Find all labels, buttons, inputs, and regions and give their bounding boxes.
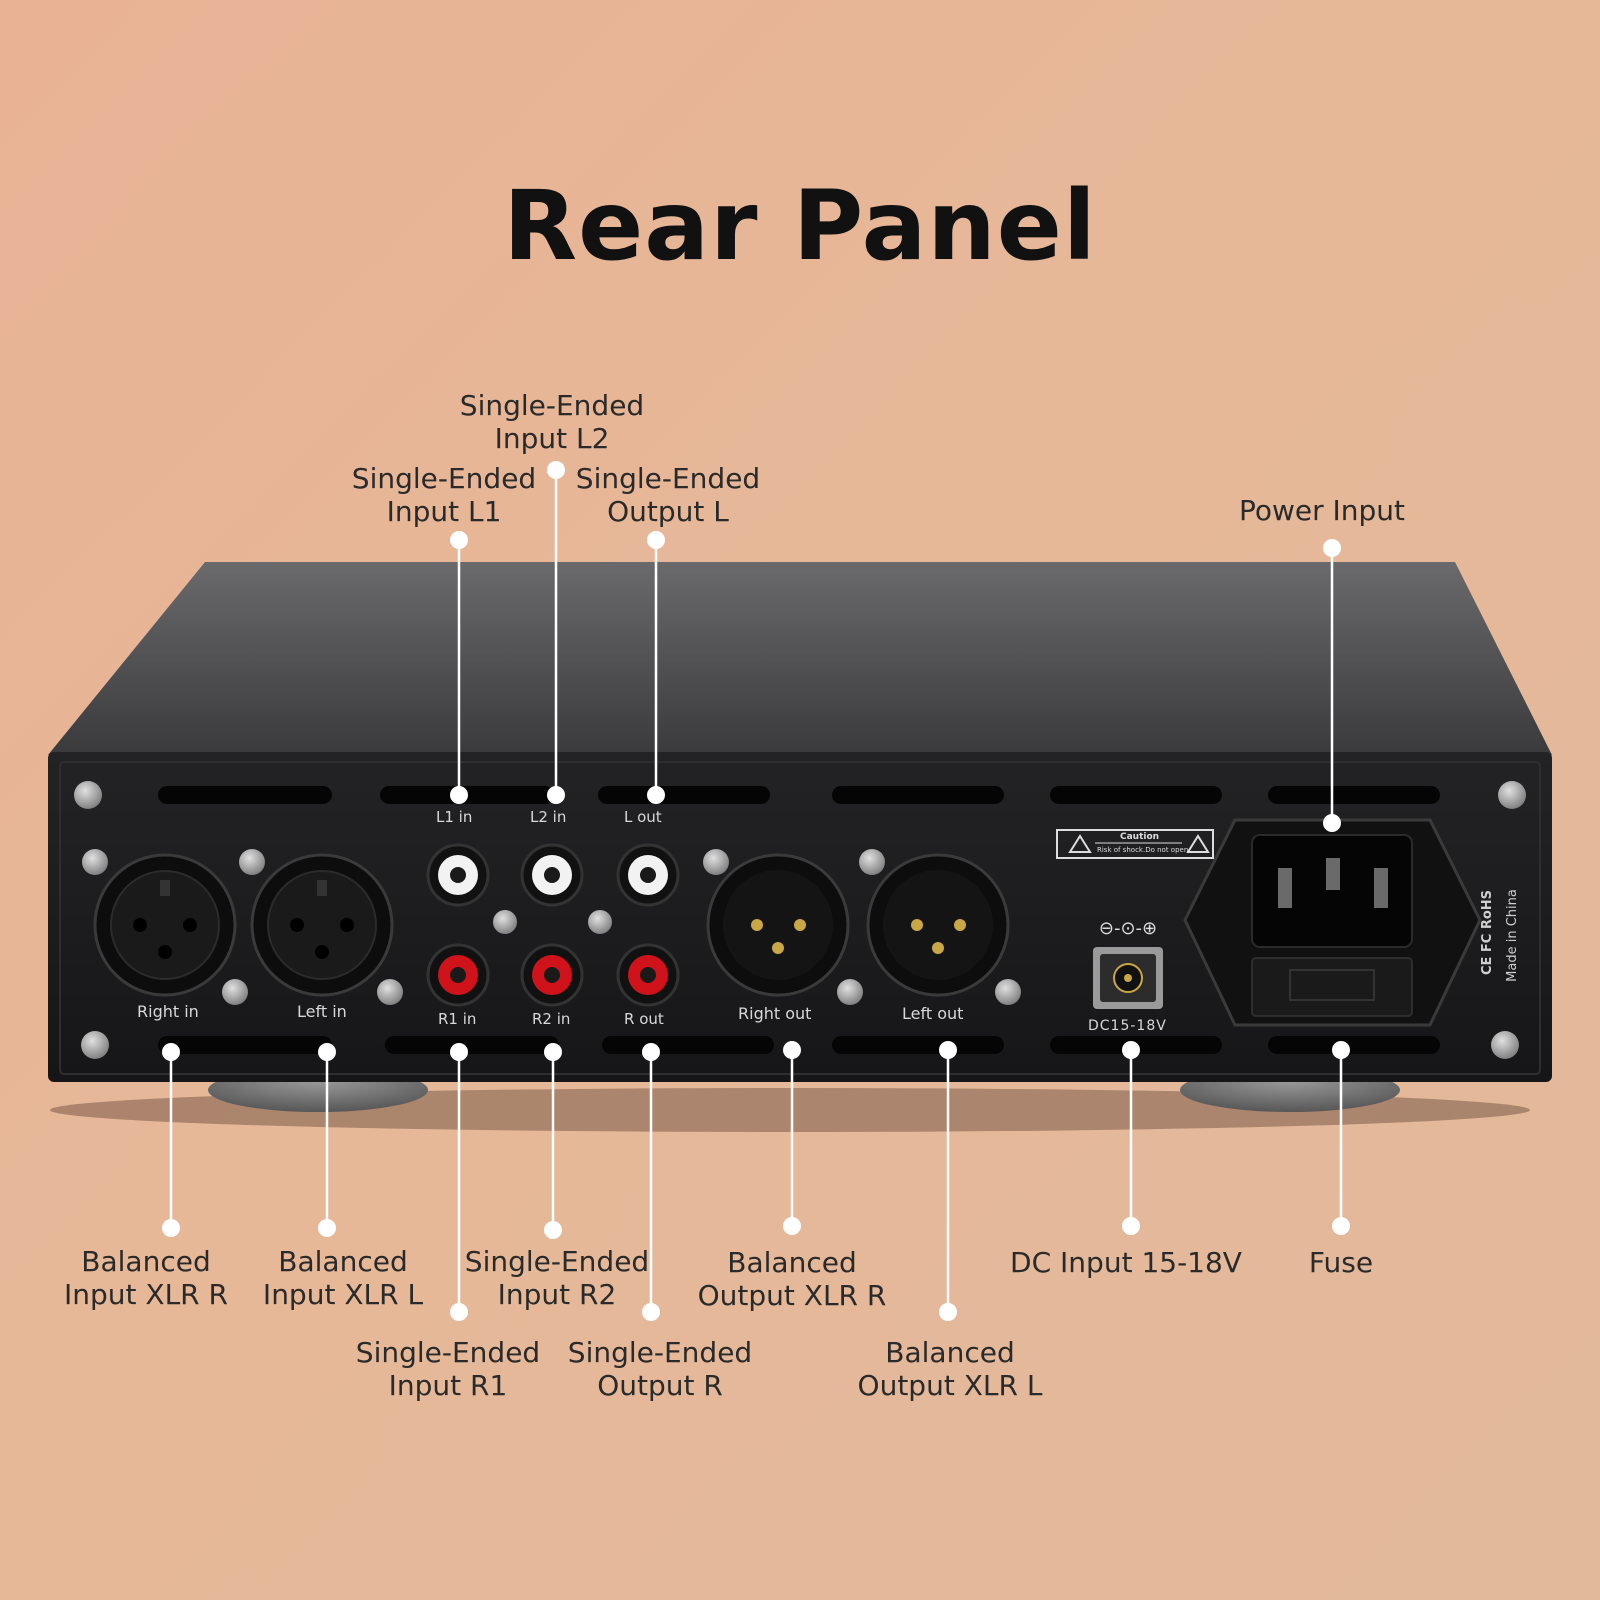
made-in-label: Made in China xyxy=(1504,889,1520,982)
screw xyxy=(81,1031,109,1059)
leader-se-input-r2 xyxy=(544,1043,562,1239)
screw xyxy=(1491,1031,1519,1059)
dc-input-jack: ⊖-⊙-⊕ xyxy=(1093,918,1163,1009)
screw xyxy=(859,849,885,875)
rca-l2-in xyxy=(520,843,584,907)
panel-label-left-out: Left out xyxy=(902,1004,964,1023)
leader-dc-input xyxy=(1122,1041,1140,1235)
leader-lines xyxy=(162,461,1350,1321)
screw xyxy=(377,979,403,1005)
panel-label-right-out: Right out xyxy=(738,1004,812,1023)
rca-r-out xyxy=(616,943,680,1007)
leader-se-input-l1 xyxy=(450,531,468,804)
panel-label-l1-in: L1 in xyxy=(436,808,473,826)
leader-fuse xyxy=(1332,1041,1350,1235)
leader-bal-input-xlr-r xyxy=(162,1043,180,1237)
leader-bal-input-xlr-l xyxy=(318,1043,336,1237)
iec-power-inlet xyxy=(1183,818,1482,1027)
rca-r1-in xyxy=(426,943,490,1007)
screw xyxy=(239,849,265,875)
chassis-top xyxy=(48,562,1552,755)
screw xyxy=(1498,781,1526,809)
device-shadow xyxy=(50,1088,1530,1132)
xlr-input-right xyxy=(93,853,237,997)
leader-bal-output-xlr-r xyxy=(783,1041,801,1235)
callout-fuse: Fuse xyxy=(1308,1246,1374,1279)
screw xyxy=(74,781,102,809)
screw xyxy=(493,910,517,934)
rca-r2-in xyxy=(520,943,584,1007)
panel-label-left-in: Left in xyxy=(297,1002,347,1021)
panel-label-l-out: L out xyxy=(624,808,662,826)
screw xyxy=(995,979,1021,1005)
leader-se-input-l2 xyxy=(547,461,565,804)
xlr-input-left xyxy=(250,853,394,997)
leader-bal-output-xlr-l xyxy=(939,1041,957,1321)
caution-text: Risk of shock.Do not open. xyxy=(1097,846,1191,854)
xlr-output-left xyxy=(866,853,1010,997)
panel-label-r-out: R out xyxy=(624,1010,664,1028)
screw xyxy=(82,849,108,875)
dc-polarity-symbol: ⊖-⊙-⊕ xyxy=(1099,918,1157,939)
xlr-output-right xyxy=(706,853,850,997)
leader-power-input xyxy=(1323,539,1341,832)
caution-title: Caution xyxy=(1120,832,1160,842)
leader-se-output-l xyxy=(647,531,665,804)
fuse-holder xyxy=(1251,957,1413,1017)
rca-jacks xyxy=(426,843,680,1007)
dc-rating-label: DC15-18V xyxy=(1088,1018,1167,1034)
rca-l1-in xyxy=(426,843,490,907)
page-title: Rear Panel xyxy=(503,170,1097,282)
panel-label-r1-in: R1 in xyxy=(438,1010,477,1028)
leader-se-input-r1 xyxy=(450,1043,468,1321)
panel-label-l2-in: L2 in xyxy=(530,808,567,826)
rca-l-out xyxy=(616,843,680,907)
screw xyxy=(837,979,863,1005)
certification-marks: CE FC RoHS xyxy=(1480,889,1496,976)
panel-label-right-in: Right in xyxy=(137,1002,199,1021)
callout-dc-input: DC Input 15-18V xyxy=(1010,1246,1242,1279)
leader-se-output-r xyxy=(642,1043,660,1321)
vent-slots-bottom xyxy=(158,1036,1440,1054)
screw xyxy=(588,910,612,934)
screw xyxy=(222,979,248,1005)
screw xyxy=(703,849,729,875)
panel-label-r2-in: R2 in xyxy=(532,1010,571,1028)
callout-power-input: Power Input xyxy=(1238,494,1406,527)
caution-label xyxy=(1056,829,1214,859)
